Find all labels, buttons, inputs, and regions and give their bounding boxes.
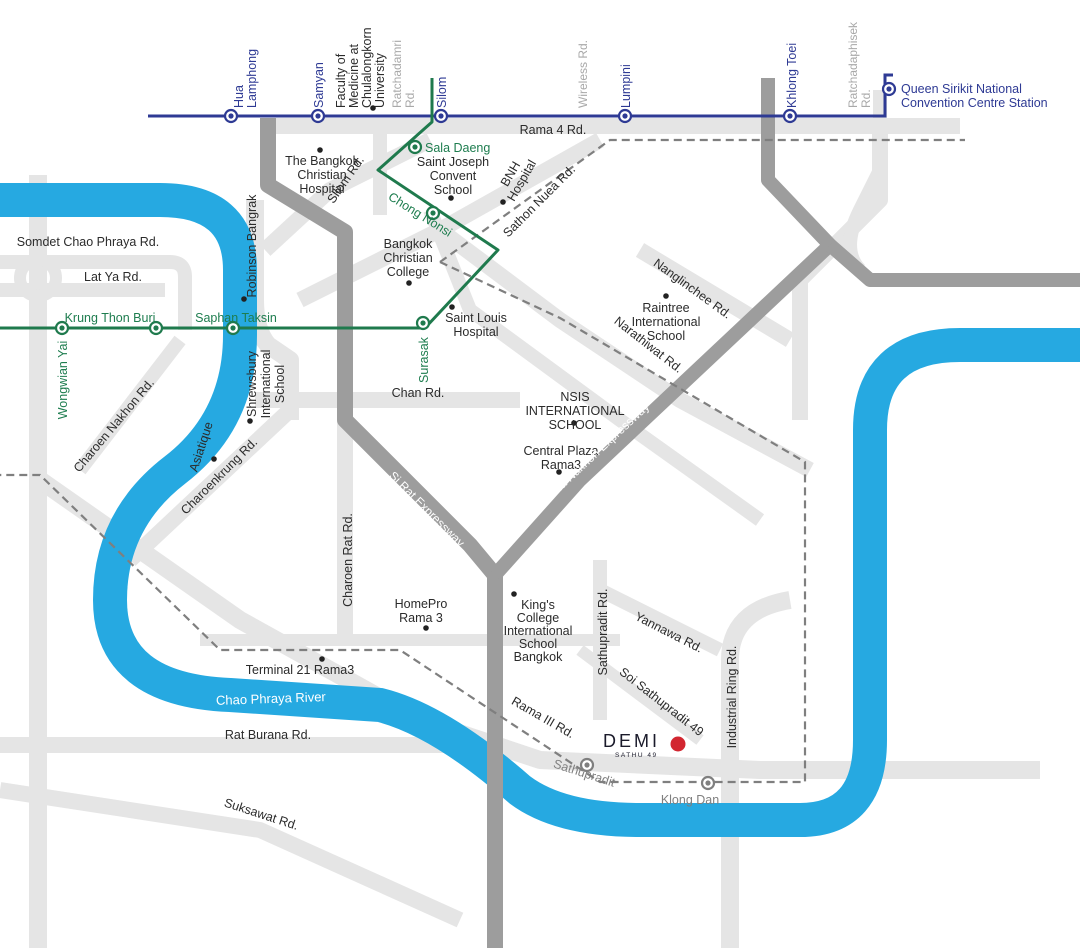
map-label-rat-burana: Rat Burana Rd. — [225, 728, 311, 742]
poi-dot — [500, 199, 506, 205]
poi-dot — [370, 105, 376, 111]
poi-dot — [448, 195, 454, 201]
poi-dot — [449, 304, 455, 310]
map-label-wongwian-yai: Wongwian Yai — [56, 341, 70, 420]
station-marker-center — [787, 113, 793, 119]
station-marker-center — [622, 113, 628, 119]
road-suksawat — [0, 782, 464, 928]
station-markers — [54, 81, 897, 791]
map-label-lat-ya: Lat Ya Rd. — [84, 270, 142, 284]
station-marker-center — [705, 780, 711, 786]
station-marker-center — [438, 113, 444, 119]
poi-dot — [241, 296, 247, 302]
station-marker-center — [315, 113, 321, 119]
map-label-chan: Chan Rd. — [392, 386, 445, 400]
project-sub: SATHU 49 — [615, 752, 658, 759]
road-silom — [259, 132, 434, 256]
map-label-robinson: Robinson Bangrak — [245, 194, 259, 298]
station-marker-center — [59, 325, 65, 331]
poi-dot — [406, 280, 412, 286]
roundabout — [14, 254, 62, 302]
map-labels: HuaLamphong Samyan Faculty ofMedicine atCh… — [17, 21, 1048, 833]
road-nanglinchee — [635, 243, 795, 347]
map-label-hua-lamphong: HuaLamphong — [232, 49, 259, 108]
poi-dot — [511, 591, 517, 597]
road-narathiwat — [435, 223, 814, 478]
poi-dot — [319, 656, 325, 662]
project-marker: DEMI SATHU 49 — [603, 731, 686, 759]
poi-dot — [571, 420, 577, 426]
map-label-lumpini: Lumpini — [619, 64, 633, 108]
road-yannawa — [596, 583, 724, 657]
station-marker-center — [886, 86, 892, 92]
road-soi-sathupradit-49 — [576, 645, 704, 745]
project-name: DEMI — [603, 731, 660, 751]
srt-railway — [0, 138, 965, 784]
mrt-blue-line — [148, 73, 893, 118]
srt-south-line — [0, 261, 807, 784]
map-label-faculty-medicine: Faculty ofMedicine atChulalongkornUniver… — [334, 27, 387, 108]
map-label-khlong-toei: Khlong Toei — [785, 43, 799, 108]
map-label-terminal21: Terminal 21 Rama3 — [246, 663, 354, 677]
map-label-shrewsbury: ShrewsburyInternationalSchool — [245, 350, 287, 419]
map-label-industrial-ring: Industrial Ring Rd. — [725, 646, 739, 749]
road-network — [0, 90, 1040, 948]
station-marker-center — [584, 762, 590, 768]
map-label-silom: Silom — [435, 77, 449, 108]
map-label-samyan: Samyan — [312, 62, 326, 108]
map-label-krung-thon-buri: Krung Thon Buri — [65, 311, 156, 325]
poi-dot — [663, 293, 669, 299]
map-label-rama4: Rama 4 Rd. — [520, 123, 587, 137]
poi-dot — [211, 456, 217, 462]
map-label-ratchadamri: RatchadamriRd. — [390, 40, 417, 108]
srt-north-line — [439, 138, 965, 263]
station-marker-center — [430, 210, 436, 216]
road-somdet — [0, 255, 192, 330]
station-marker-center — [230, 325, 236, 331]
poi-dot — [247, 418, 253, 424]
project-location-dot[interactable] — [670, 736, 686, 752]
station-marker-center — [153, 325, 159, 331]
expressway-east-spur — [825, 239, 1080, 287]
map-label-somdet: Somdet Chao Phraya Rd. — [17, 235, 159, 249]
map-label-ratchadaphisek: RatchadaphisekRd. — [846, 21, 873, 108]
road-rama3-diagonal — [423, 207, 765, 526]
road-charoen-nakhon — [74, 335, 186, 475]
map-label-wireless: Wireless Rd. — [576, 40, 590, 108]
map-label-surasak: Surasak — [417, 336, 431, 383]
map-label-si-rat: Si Rat Expressway — [386, 469, 467, 550]
station-marker-center — [228, 113, 234, 119]
map-label-river: Chao Phraya River — [216, 689, 327, 708]
map-label-klong-dan: Klong Dan — [661, 793, 719, 807]
station-marker-center — [412, 144, 418, 150]
map-label-saphan-taksin: Saphan Taksin — [195, 311, 277, 325]
poi-dot — [423, 625, 429, 631]
chao-phraya-river — [0, 183, 1080, 837]
map-label-sathupradit: Sathupradit Rd. — [596, 589, 610, 676]
map-label-charoen-nakhon: Charoen Nakhon Rd. — [71, 376, 157, 475]
map-label-charoen-rat: Charoen Rat Rd. — [341, 513, 355, 607]
road-charoenkrung-south — [124, 404, 296, 566]
expressway-network — [260, 78, 1080, 948]
poi-dots — [211, 105, 669, 662]
poi-dot — [556, 469, 562, 475]
poi-dot — [317, 147, 323, 153]
map-label-rama3: Rama III Rd. — [509, 694, 577, 741]
station-marker-center — [420, 320, 426, 326]
map-label-sala-daeng: Sala Daeng — [425, 141, 490, 155]
map-label-soi-sathupradit-49: Soi Sathupradit 49 — [617, 665, 707, 739]
